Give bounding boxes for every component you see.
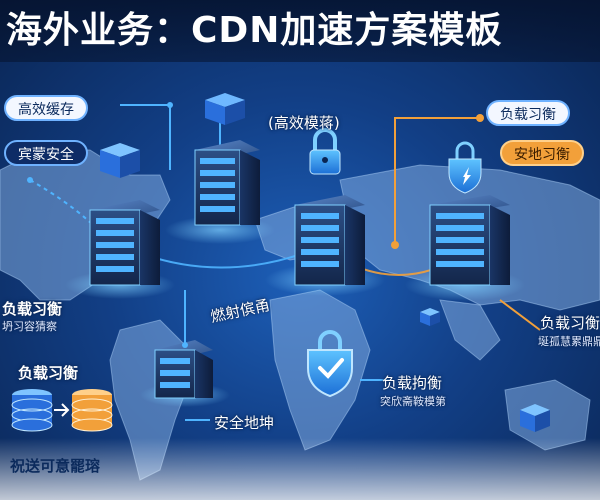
connection-dots <box>391 114 484 249</box>
right-low-sub-label: 埏孤慧累鼎鼎 <box>538 335 600 348</box>
lock-icon-center <box>309 128 341 175</box>
left-low-label: 负载习衡 <box>18 364 79 382</box>
server-rack-left <box>89 200 160 286</box>
cube-icon-left <box>100 143 140 178</box>
bottom-center-label: 安全地坤 <box>214 414 275 432</box>
link-dashed <box>29 179 121 261</box>
page-title: 海外业务：CDN加速方案模板 <box>0 0 600 62</box>
right-pill-2: 安地习衡 <box>500 140 584 166</box>
center-top-label: (高效模蒋) <box>268 114 340 132</box>
server-rack-low <box>154 340 213 399</box>
south-asia-shape <box>439 299 501 361</box>
cube-icon-small <box>420 308 440 326</box>
right-low-label: 负载习衡 <box>540 314 600 332</box>
center-low-label: 负载拘衡 <box>382 374 443 392</box>
left-mid-label: 负载习衡 <box>2 300 63 318</box>
left-mid-sub-label: 坍习容猜察 <box>2 320 57 333</box>
database-icon-orange <box>71 389 113 432</box>
database-icon-blue <box>11 389 53 432</box>
arrow-icon <box>54 403 70 417</box>
bottom-ribbon <box>0 438 600 500</box>
server-rack-center <box>294 195 365 286</box>
top-left-pill: 高效缓存 <box>4 95 88 121</box>
left-pill-2: 宾蒙安全 <box>4 140 88 166</box>
cube-icon-top <box>205 93 245 125</box>
server-rack-right <box>429 195 510 286</box>
cube-icon-australia <box>520 404 550 432</box>
bottom-left-label: 祝送可意罷瑢 <box>10 457 101 475</box>
top-right-pill: 负载习衡 <box>486 100 570 126</box>
link-right-low <box>499 299 541 331</box>
link-right-orange <box>394 117 480 245</box>
center-low-sub-label: 突欣斋鞍模第 <box>380 395 446 408</box>
shield-icon-right <box>448 141 482 194</box>
server-rack-top <box>194 140 260 226</box>
shield-check-icon <box>307 330 353 398</box>
